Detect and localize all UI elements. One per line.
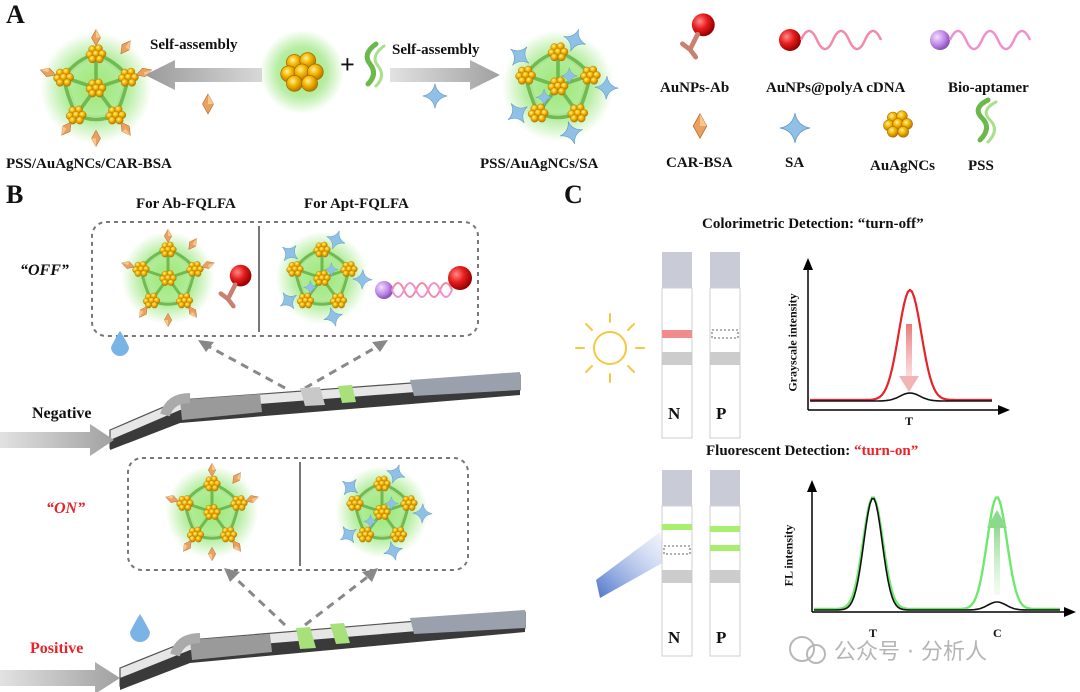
- arrow-left-label: Self-assembly: [150, 37, 238, 53]
- grayscale-plot: [803, 258, 1010, 415]
- legend-pss-icon: [975, 97, 998, 144]
- legend-polya-label: AuNPs@polyA cDNA: [766, 80, 906, 96]
- plus-sign: +: [340, 50, 355, 79]
- legend-car-icon: [692, 113, 708, 139]
- uv-beam: [596, 532, 664, 598]
- off-label: “OFF”: [20, 262, 69, 279]
- panel-b-letter: B: [6, 180, 24, 209]
- pss-strand: [364, 41, 386, 88]
- legend-sa-label: SA: [785, 155, 805, 171]
- fl-ylabel: FL intensity: [781, 524, 796, 587]
- right-product-label: PSS/AuAgNCs/SA: [480, 156, 599, 172]
- positive-label: Positive: [30, 640, 84, 657]
- legend-nc-icon: [883, 111, 912, 138]
- gold-cluster-center: [260, 30, 344, 114]
- col-apt-label: For Apt-FQLFA: [304, 196, 409, 212]
- off-arrow-heads: [198, 340, 388, 352]
- watermark-text: 公众号 · 分析人: [834, 640, 987, 665]
- panel-a-network-left: [39, 29, 153, 146]
- strip-p-fluorescent: [709, 469, 741, 657]
- fl-tick-t: T: [869, 626, 878, 640]
- self-assembly-arrow-left: [145, 60, 262, 90]
- legend-ab-label: AuNPs-Ab: [660, 80, 730, 96]
- gray-ylabel: Grayscale intensity: [785, 293, 800, 392]
- legend-aptamer-icon: [930, 29, 1032, 51]
- on-arrow-heads: [224, 568, 378, 582]
- off-dashed-arrows: [205, 343, 381, 390]
- strip-p-label: P: [716, 404, 727, 423]
- strip-p2-label: P: [716, 628, 727, 647]
- legend-pss-label: PSS: [968, 158, 994, 174]
- colorimetric-title: Colorimetric Detection: “turn-off”: [702, 216, 924, 232]
- sun-icon: [575, 313, 645, 383]
- legend-car-label: CAR-BSA: [666, 155, 733, 171]
- strip-n-label: N: [668, 404, 681, 423]
- fl-plot: [807, 480, 1076, 617]
- legend-polya-icon: [779, 29, 883, 51]
- panel-a-letter: A: [6, 0, 25, 29]
- strip-n-fluorescent: [661, 469, 693, 657]
- off-box: [91, 221, 479, 337]
- on-dashed-arrows: [230, 573, 371, 627]
- panel-c-letter: C: [564, 180, 583, 209]
- negative-label: Negative: [32, 405, 92, 422]
- negative-strip: [109, 330, 521, 450]
- positive-arrow: [0, 662, 120, 692]
- strip-n-colorimetric: [661, 251, 693, 439]
- left-product-label: PSS/AuAgNCs/CAR-BSA: [6, 156, 172, 172]
- panel-a-network-right: [501, 25, 618, 147]
- legend-aptamer-label: Bio-aptamer: [948, 80, 1029, 96]
- on-label: “ON”: [46, 500, 86, 517]
- fluorescent-title-emph: “turn-on”: [854, 443, 919, 459]
- watermark-icon: [789, 636, 826, 664]
- strip-n2-label: N: [668, 628, 681, 647]
- col-ab-label: For Ab-FQLFA: [136, 196, 236, 212]
- fluorescent-title: Fluorescent Detection: “turn-on”: [706, 443, 918, 460]
- legend-ab-icon: [682, 13, 714, 57]
- car-bsa-reagent: [201, 93, 215, 115]
- legend-sa-icon: [779, 112, 811, 144]
- negative-arrow: [0, 424, 114, 456]
- legend-nc-label: AuAgNCs: [870, 158, 936, 174]
- fluorescent-title-prefix: Fluorescent Detection:: [706, 443, 855, 459]
- sa-reagent: [422, 83, 448, 109]
- self-assembly-arrow-right: [390, 60, 500, 90]
- on-box: [127, 457, 469, 571]
- positive-strip: [119, 610, 526, 690]
- arrow-right-label: Self-assembly: [392, 42, 480, 58]
- strip-p-colorimetric: [709, 251, 741, 439]
- gray-tick: T: [905, 414, 914, 428]
- fl-tick-c: C: [993, 626, 1002, 640]
